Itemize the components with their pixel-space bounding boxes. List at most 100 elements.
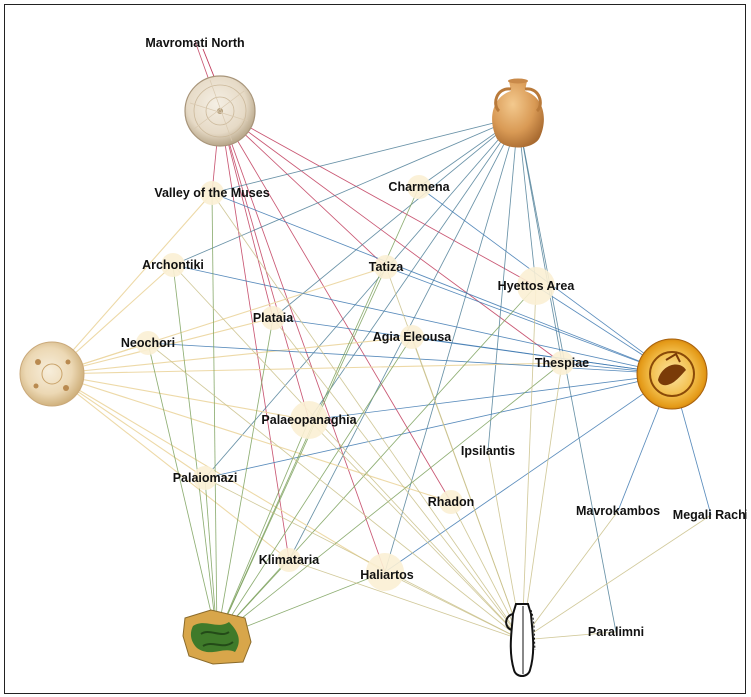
edge-A2-ipsilantis [487, 116, 519, 452]
edge-A4-agia_eleousa [411, 336, 673, 375]
edge-A6-haliartos [384, 571, 523, 641]
edge-A2-palaiomazi [204, 116, 519, 479]
site-node-neochori[interactable] [136, 331, 160, 355]
edge-A1-plataia [219, 110, 274, 319]
edge-A6-neochori [147, 342, 523, 641]
edge-A3-thespiae [51, 362, 563, 375]
edge-A6-archontiki [172, 264, 523, 641]
edge-A3-tatiza [51, 266, 387, 375]
site-label-thespiae[interactable]: Thespiae [535, 356, 589, 370]
edge-A6-palaiomazi [204, 477, 523, 641]
edge-A4-palaeopanaghia [308, 373, 673, 421]
edge-A6-paralimni [521, 631, 617, 641]
site-label-paralimni[interactable]: Paralimni [588, 625, 644, 639]
site-node-plataia[interactable] [261, 306, 285, 330]
site-node-hyettos[interactable] [517, 267, 555, 305]
site-label-neochori[interactable]: Neochori [121, 336, 175, 350]
site-label-hyettos[interactable]: Hyettos Area [498, 279, 576, 293]
site-label-mavromati_north[interactable]: Mavromati North [145, 36, 244, 50]
figured-plate-icon[interactable] [636, 338, 708, 410]
edge-A6-palaeopanaghia [308, 419, 523, 641]
edge-layer [51, 40, 712, 641]
site-label-mavrokambos[interactable]: Mavrokambos [576, 504, 660, 518]
site-label-charmena[interactable]: Charmena [388, 180, 450, 194]
site-node-klimataria[interactable] [277, 548, 301, 572]
edge-A6-agia_eleousa [411, 336, 523, 641]
edge-A4-tatiza [385, 266, 673, 375]
site-label-rhadon[interactable]: Rhadon [428, 495, 475, 509]
edge-A1-haliartos [219, 110, 386, 573]
site-node-haliartos[interactable] [366, 553, 404, 591]
edge-A5-hyettos [216, 285, 537, 639]
site-label-palaeopanaghia[interactable]: Palaeopanaghia [261, 413, 357, 427]
edge-A6-thespiae [521, 362, 563, 641]
site-node-archontiki[interactable] [161, 253, 185, 277]
edge-A4-neochori [147, 342, 673, 375]
edge-A2-valley_muses [211, 116, 519, 194]
site-node-tatiza[interactable] [374, 255, 398, 279]
edge-A5-neochori [147, 342, 218, 639]
edge-A5-agia_eleousa [216, 336, 413, 639]
edge-A6-megali_rachi [521, 514, 712, 641]
edge-A2-plataia [272, 116, 519, 319]
edge-A4-archontiki [172, 264, 673, 375]
edge-A4-palaiomazi [204, 373, 673, 479]
edge-A3-palaeopanaghia [51, 373, 310, 421]
edge-A1-klimataria [219, 110, 290, 561]
site-node-palaiomazi[interactable] [193, 466, 217, 490]
site-node-charmena[interactable] [407, 175, 431, 199]
site-label-tatiza[interactable]: Tatiza [369, 260, 405, 274]
site-label-palaiomazi[interactable]: Palaiomazi [173, 471, 238, 485]
edge-A4-valley_muses [211, 192, 673, 375]
edge-A1-rhadon [219, 110, 452, 503]
edge-A6-hyettos [521, 285, 537, 641]
site-label-klimataria[interactable]: Klimataria [259, 553, 320, 567]
site-node-agia_eleousa[interactable] [400, 325, 424, 349]
edge-A5-plataia [216, 317, 274, 639]
edge-A2-thespiae [517, 116, 563, 364]
site-node-valley_muses[interactable] [200, 181, 224, 205]
edge-A2-palaeopanaghia [308, 116, 519, 421]
glazed-sherd-icon[interactable] [182, 609, 252, 665]
decorated-plate-icon[interactable] [184, 75, 256, 147]
site-node-thespiae[interactable] [550, 351, 574, 375]
edge-A2-paralimni [517, 116, 617, 633]
site-label-megali_rachi[interactable]: Megali Rachi [673, 508, 747, 522]
edge-A6-plataia [272, 317, 523, 641]
glazed-bowl-icon[interactable] [19, 341, 85, 407]
edge-A2-archontiki [172, 116, 519, 266]
site-label-agia_eleousa[interactable]: Agia Eleousa [373, 330, 453, 344]
site-circles [136, 175, 574, 591]
edge-A5-palaeopanaghia [216, 419, 310, 639]
edge-A5-valley_muses [211, 192, 218, 639]
site-label-ipsilantis[interactable]: Ipsilantis [461, 444, 515, 458]
edge-A6-mavrokambos [521, 510, 619, 641]
site-label-archontiki[interactable]: Archontiki [142, 258, 204, 272]
edge-A1-thespiae [219, 110, 563, 364]
edge-A3-plataia [51, 317, 274, 375]
site-label-plataia[interactable]: Plataia [253, 311, 294, 325]
edge-A5-thespiae [216, 362, 563, 639]
edge-A1-hyettos [219, 110, 537, 287]
site-label-valley_muses[interactable]: Valley of the Muses [154, 186, 269, 200]
edge-A3-klimataria [51, 373, 290, 561]
site-label-haliartos[interactable]: Haliartos [360, 568, 414, 582]
edge-A3-valley_muses [51, 192, 213, 375]
edge-A1-mavromati-stub [202, 48, 216, 80]
edge-A5-tatiza [216, 266, 387, 639]
edge-A3-rhadon [51, 373, 452, 503]
edge-A3-agia_eleousa [51, 336, 413, 375]
edge-A6-klimataria [288, 559, 523, 641]
edge-A6-rhadon [450, 501, 523, 641]
edge-A2-haliartos [384, 116, 519, 573]
site-node-rhadon[interactable] [439, 490, 463, 514]
edge-A6-valley_muses [211, 192, 523, 641]
site-node-palaeopanaghia[interactable] [290, 401, 328, 439]
pottery-drawing-icon[interactable] [505, 603, 536, 677]
edge-A5-archontiki [172, 264, 218, 639]
amphora-icon[interactable] [492, 78, 544, 148]
edge-A1-tatiza [219, 110, 387, 268]
